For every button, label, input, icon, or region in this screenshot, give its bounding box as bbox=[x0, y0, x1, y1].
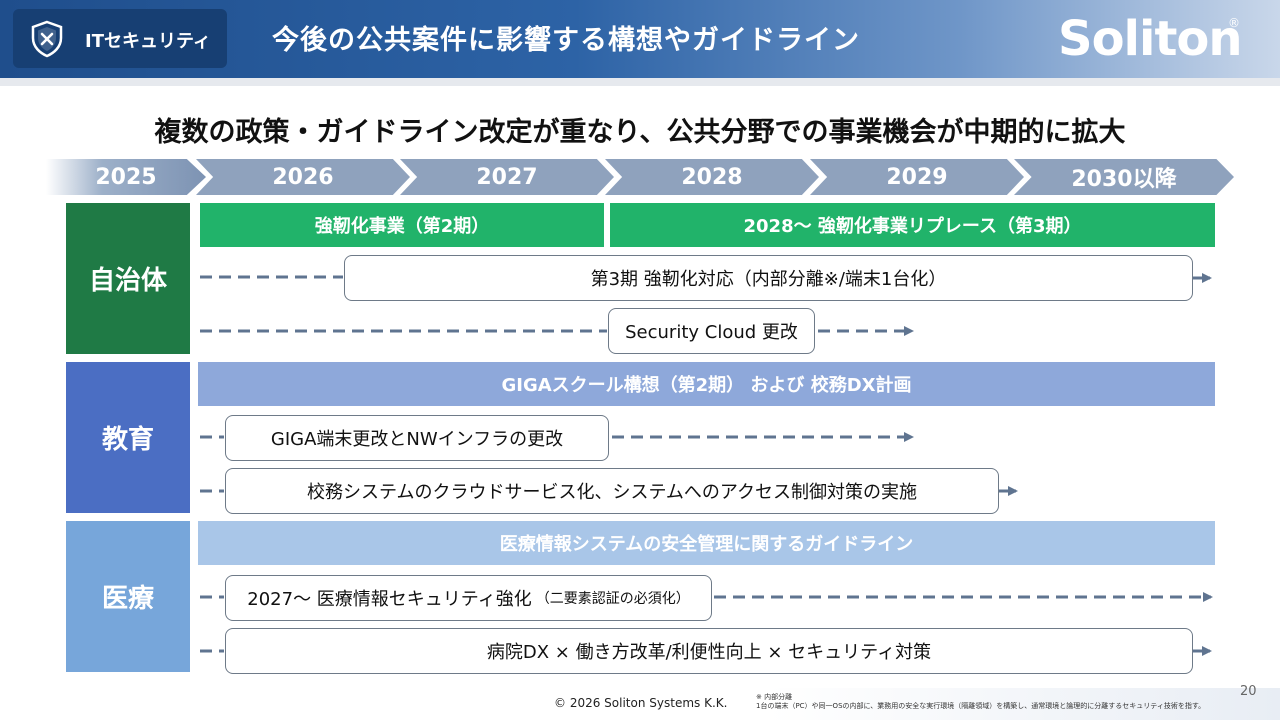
band-giga-school: GIGAスクール構想（第2期） および 校務DX計画 bbox=[198, 362, 1215, 406]
category-municipality: 自治体 bbox=[66, 203, 190, 354]
page-title: 今後の公共案件に影響する構想やガイドライン bbox=[272, 25, 860, 56]
header-bar: ITセキュリティ 今後の公共案件に影響する構想やガイドライン Soliton ® bbox=[0, 0, 1280, 78]
registered-mark: ® bbox=[1228, 16, 1240, 30]
year-2025: 2025 bbox=[46, 159, 206, 195]
category-education: 教育 bbox=[66, 362, 190, 513]
soliton-logo: Soliton bbox=[1058, 11, 1243, 67]
item-security-cloud: Security Cloud 更改 bbox=[608, 308, 815, 354]
header-divider bbox=[0, 78, 1280, 86]
band-resilience-phase3: 2028～ 強靭化事業リプレース（第3期） bbox=[610, 203, 1215, 247]
footer-bar bbox=[0, 688, 1280, 720]
item-giga-devices: GIGA端末更改とNWインフラの更改 bbox=[225, 415, 609, 461]
item-medical-security: 2027～ 医療情報セキュリティ強化 （二要素認証の必須化） bbox=[225, 575, 712, 621]
year-2026: 2026 bbox=[196, 159, 410, 195]
page-number: 20 bbox=[1240, 684, 1257, 699]
shield-x-icon bbox=[31, 20, 63, 58]
item-school-system-cloud: 校務システムのクラウドサービス化、システムへのアクセス制御対策の実施 bbox=[225, 468, 999, 514]
item-medical-security-note: （二要素認証の必須化） bbox=[535, 591, 690, 607]
year-2028: 2028 bbox=[605, 159, 819, 195]
footnote-title: ※ 内部分離 bbox=[756, 693, 793, 701]
year-2030-onward: 2030以降 bbox=[1014, 159, 1234, 195]
footnote-body: 1台の端末（PC）や同一OSの内部に、業務用の安全な実行環境（隔離領域）を構築し… bbox=[756, 702, 1206, 710]
copyright: © 2026 Soliton Systems K.K. bbox=[554, 696, 728, 710]
badge-label: ITセキュリティ bbox=[85, 31, 211, 52]
year-2027: 2027 bbox=[400, 159, 614, 195]
item-phase3-resilience: 第3期 強靭化対応（内部分離※/端末1台化） bbox=[344, 255, 1193, 301]
slide-headline: 複数の政策・ガイドライン改定が重なり、公共分野での事業機会が中期的に拡大 bbox=[154, 117, 1126, 148]
category-badge: ITセキュリティ bbox=[13, 9, 227, 68]
footnote: ※ 内部分離 1台の端末（PC）や同一OSの内部に、業務用の安全な実行環境（隔離… bbox=[756, 693, 1205, 711]
year-2029: 2029 bbox=[810, 159, 1024, 195]
item-hospital-dx: 病院DX × 働き方改革/利便性向上 × セキュリティ対策 bbox=[225, 628, 1193, 674]
category-medical: 医療 bbox=[66, 521, 190, 672]
item-medical-security-label: 2027～ 医療情報セキュリティ強化 bbox=[247, 589, 532, 610]
band-resilience-phase2: 強靭化事業（第2期） bbox=[200, 203, 604, 247]
band-medical-guideline: 医療情報システムの安全管理に関するガイドライン bbox=[198, 521, 1215, 565]
